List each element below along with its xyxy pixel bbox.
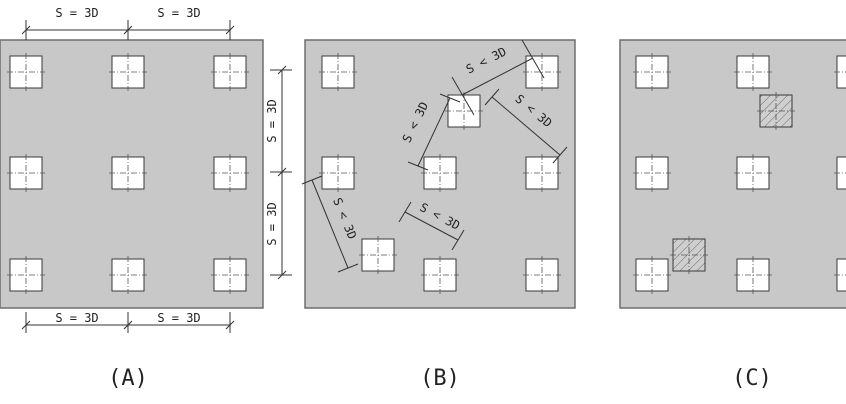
pile [7,256,45,294]
pile [421,256,459,294]
pile [109,256,147,294]
pile [523,53,561,91]
pile [421,154,459,192]
dim-label-right-upper-a: S = 3D [265,99,279,142]
pile [523,154,561,192]
pile [319,154,357,192]
panel-label-a: (A) [108,366,148,391]
pile [359,236,397,274]
pile [834,156,846,190]
panel-label-b: (B) [420,366,460,391]
pile [109,53,147,91]
pile [319,53,357,91]
pile [834,258,846,292]
hatched-pile [757,92,795,130]
pile-grid-a [7,53,249,294]
pile-grid-b [319,53,561,294]
pile [834,55,846,89]
dim-label-top-left-a: S = 3D [55,6,98,20]
panel-a: S = 3D S = 3D S = 3D S = 3D S = 3D S = 3… [0,6,292,391]
pile [633,53,671,91]
pile-grid-c [633,53,846,294]
pile [445,92,483,130]
pile [7,154,45,192]
pile [211,53,249,91]
panel-label-c: (C) [732,366,772,391]
dimension-bottom-a [21,312,235,333]
dimension-lines-b [301,39,568,273]
pile [7,53,45,91]
dim-label-top-right-a: S = 3D [157,6,200,20]
dim-label-right-lower-a: S = 3D [265,202,279,245]
pile [633,256,671,294]
dimension-right-a [270,65,292,280]
pile [734,53,772,91]
pile [211,154,249,192]
dim-label-bottom-right-a: S = 3D [157,311,200,325]
pile [523,256,561,294]
pile [734,256,772,294]
dimension-top-a [21,20,235,40]
panel-b: S < 3D S < 3D S < 3D S < 3D S < 3D (B) [301,39,576,391]
pile [633,154,671,192]
hatched-pile [670,236,708,274]
dim-label-bottom-left-a: S = 3D [55,311,98,325]
hatched-piles-c [670,92,795,274]
pile [734,154,772,192]
pile [109,154,147,192]
pile [211,256,249,294]
panel-c: (C) [619,39,846,391]
